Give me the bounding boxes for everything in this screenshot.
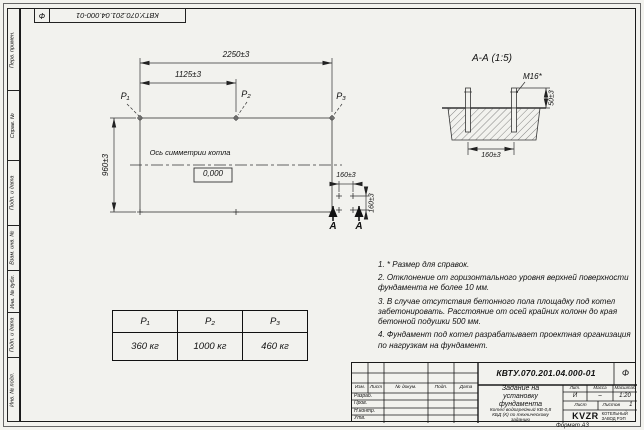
tb-sheets-cell: Листов 1 xyxy=(598,401,637,410)
load-table-value-p1: 360 кг xyxy=(112,332,178,361)
tb-role-razrab: Разраб. xyxy=(354,392,373,399)
tb-scale-value: 1:20 xyxy=(619,393,631,400)
tb-col-data: Дата xyxy=(459,385,473,391)
tb-col-podp: Подп. xyxy=(434,385,448,391)
tb-role-prov: Пров. xyxy=(354,400,368,407)
load-point-1-label: P₁ xyxy=(120,91,130,101)
company-logo: KVZR xyxy=(572,410,599,421)
tb-mass-value: – xyxy=(598,393,602,400)
load-table: P₁ P₂ P₃ 360 кг 1000 кг 460 кг xyxy=(112,310,308,361)
section-letter-2: А xyxy=(355,221,363,232)
tb-sheets-label: Листов xyxy=(602,402,621,408)
tb-drawing-subtitle-text: Котел водогрейный КВ-0,8 КБД (К) по техн… xyxy=(489,407,552,424)
tb-doc-suffix: Ф xyxy=(621,368,630,379)
plan-view-linework xyxy=(110,58,369,221)
tb-role-nkontr: Н.контр. xyxy=(354,407,376,414)
tb-company-cell: KVZR КОТЕЛЬНЫЙ ЗАВОД РЭП xyxy=(563,410,637,423)
load-table-value-p2: 1000 кг xyxy=(177,332,243,361)
section-title: А-А (1:5) xyxy=(471,53,513,64)
note-1: 1. * Размер для справок. xyxy=(378,260,470,269)
title-block-grid xyxy=(352,363,637,423)
note-4: 4. Фундамент под котел разрабатывает про… xyxy=(378,330,631,350)
load-table-value-row: 360 кг 1000 кг 460 кг xyxy=(112,332,308,361)
section-dim-width-label: 160±3 xyxy=(481,152,501,159)
company-name: КОТЕЛЬНЫЙ ЗАВОД РЭП xyxy=(601,410,628,422)
note-2: 2. Отклонение от горизонтального уровня … xyxy=(378,273,629,293)
tb-col-izm: Изм. xyxy=(354,385,366,391)
tb-drawing-subtitle: Котел водогрейный КВ-0,8 КБД (К) по техн… xyxy=(478,407,563,424)
side-cell-inv-podl: Инв. № подл. xyxy=(7,357,20,422)
load-table-header-p2: P₂ xyxy=(177,310,243,333)
tb-doc-number: КВТУ.070.201.04.000-01 xyxy=(496,368,596,379)
section-view-linework xyxy=(442,81,550,155)
tb-lit-label: Лит. xyxy=(569,385,581,391)
top-doc-number-stamp: КВТУ.070.201.04.000-01 Ф xyxy=(34,8,186,23)
dim-half-width-label: 1125±3 xyxy=(174,70,202,79)
format-label: Формат А3 xyxy=(556,423,589,429)
load-table-value-p3: 460 кг xyxy=(242,332,308,361)
tb-drawing-title-text: Задание на установку фундамента xyxy=(499,385,542,408)
load-table-header-p1: P₁ xyxy=(112,310,178,333)
load-point-2-label: P₂ xyxy=(241,89,251,99)
dim-depth-label: 960±3 xyxy=(101,153,110,177)
tb-col-list: Лист xyxy=(369,385,383,391)
tb-col-dokum: № докум. xyxy=(395,385,417,391)
drawing-frame xyxy=(20,8,636,422)
tb-sheets-value: 1 xyxy=(629,402,633,409)
section-dim-height-label: 50±3 xyxy=(548,90,556,106)
load-point-3-label: P₃ xyxy=(336,91,346,101)
tb-drawing-title: Задание на установку фундамента xyxy=(478,385,563,409)
level-mark-label: 0,000 xyxy=(202,169,224,178)
section-letter-1: А xyxy=(329,221,337,232)
company-name-line2: ЗАВОД РЭП xyxy=(601,415,626,421)
tb-lit-value: И xyxy=(572,393,578,400)
sheet-outer-border xyxy=(3,3,641,427)
bolt-size-label: М16* xyxy=(523,72,542,81)
tb-scale-label: Масштаб xyxy=(614,385,636,391)
title-block: Изм. Лист № докум. Подп. Дата Разраб. Пр… xyxy=(351,362,637,424)
symmetry-axis-label: Ось симметрии котла xyxy=(149,148,231,157)
company-name-line1: КОТЕЛЬНЫЙ xyxy=(601,410,628,416)
tb-role-utv: Утв. xyxy=(354,415,366,422)
bolt-spacing-h-label: 160±3 xyxy=(336,172,356,179)
tb-sheet-label: Лист xyxy=(574,402,587,408)
note-3: 3. В случае отсутствия бетонного пола пл… xyxy=(378,296,618,327)
dim-total-width-label: 2250±3 xyxy=(222,50,250,59)
tb-mass-label: Масса xyxy=(593,385,607,391)
notes-block: 1. * Размер для справок. 2. Отклонение о… xyxy=(378,260,632,354)
bolt-spacing-v-label: 160±3 xyxy=(368,193,376,213)
load-table-header-row: P₁ P₂ P₃ xyxy=(112,310,308,333)
load-table-header-p3: P₃ xyxy=(242,310,308,333)
